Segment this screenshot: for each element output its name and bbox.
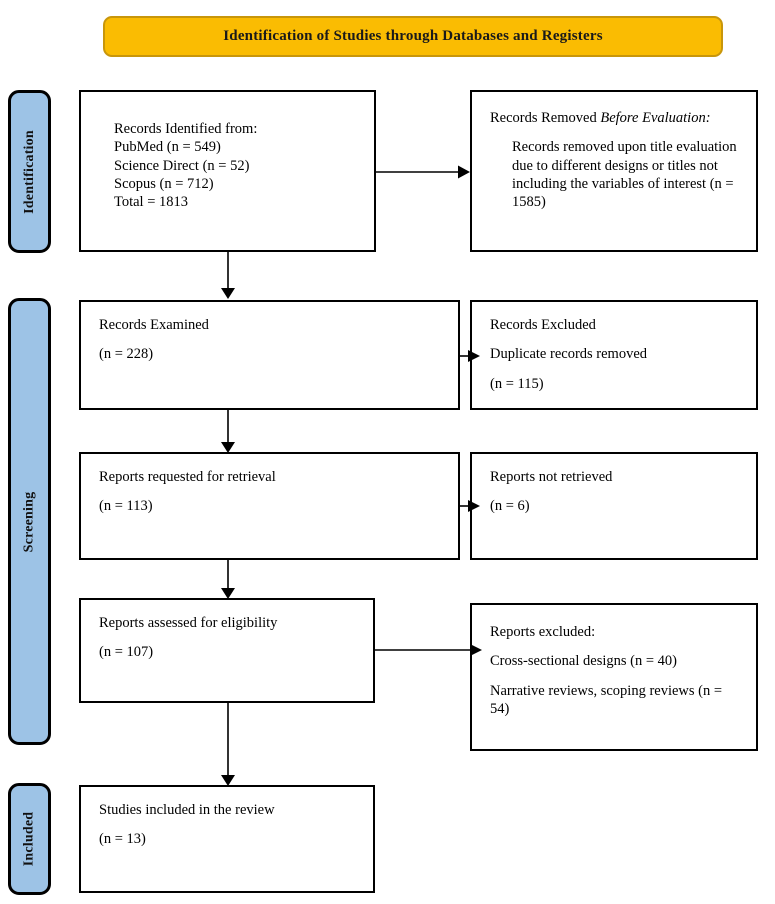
node-reports-not-retrieved: Reports not retrieved (n = 6) bbox=[470, 452, 758, 560]
records-identified-line-2: PubMed (n = 549) bbox=[114, 139, 221, 156]
records-excluded-line-2: Duplicate records removed bbox=[490, 346, 648, 363]
arrow-examined-to-requested bbox=[216, 410, 240, 454]
reports-requested-line-2: (n = 113) bbox=[99, 498, 153, 515]
records-identified-line-1: Records Identified from: bbox=[114, 121, 258, 137]
node-records-identified: Records Identified from: PubMed (n = 549… bbox=[79, 90, 376, 252]
studies-included-line-2: (n = 13) bbox=[99, 831, 146, 848]
records-identified-line-5: Total = 1813 bbox=[114, 194, 189, 211]
records-examined-line-2: (n = 228) bbox=[99, 346, 154, 363]
stage-label-screening-text: Screening bbox=[21, 491, 37, 552]
arrow-requested-to-not-retrieved bbox=[460, 494, 484, 518]
arrow-identified-to-removed bbox=[376, 160, 472, 184]
stage-label-identification-text: Identification bbox=[21, 129, 37, 214]
records-removed-body: Records removed upon title evaluation du… bbox=[512, 139, 737, 211]
arrow-assessed-to-included bbox=[216, 703, 240, 787]
records-removed-heading: Records Removed Before Evaluation: bbox=[490, 109, 740, 127]
stage-label-included: Included bbox=[8, 783, 51, 895]
node-records-removed: Records Removed Before Evaluation: Recor… bbox=[470, 90, 758, 252]
reports-requested-line-1: Reports requested for retrieval bbox=[99, 469, 276, 485]
records-excluded-line-3: (n = 115) bbox=[490, 375, 544, 392]
records-identified-line-4: Scopus (n = 712) bbox=[114, 175, 214, 192]
stage-label-included-text: Included bbox=[21, 811, 37, 867]
reports-excluded-line-1: Reports excluded: bbox=[490, 624, 596, 640]
reports-not-retrieved-line-1: Reports not retrieved bbox=[490, 469, 613, 485]
arrow-assessed-to-excluded bbox=[375, 638, 485, 662]
records-identified-line-3: Science Direct (n = 52) bbox=[114, 157, 250, 174]
records-examined-line-1: Records Examined bbox=[99, 317, 209, 333]
arrow-requested-to-assessed bbox=[216, 560, 240, 600]
records-removed-heading-plain: Records Removed bbox=[490, 110, 601, 126]
records-removed-heading-italic: Before Evaluation: bbox=[600, 110, 711, 126]
arrow-identified-to-examined bbox=[216, 252, 240, 300]
node-reports-excluded: Reports excluded: Cross-sectional design… bbox=[470, 603, 758, 751]
stage-label-identification: Identification bbox=[8, 90, 51, 253]
studies-included-line-1: Studies included in the review bbox=[99, 802, 275, 818]
reports-assessed-line-2: (n = 107) bbox=[99, 644, 154, 661]
records-excluded-line-1: Records Excluded bbox=[490, 317, 596, 333]
stage-label-screening: Screening bbox=[8, 298, 51, 745]
reports-excluded-line-2: Cross-sectional designs (n = 40) bbox=[490, 653, 677, 670]
node-records-excluded: Records Excluded Duplicate records remov… bbox=[470, 300, 758, 410]
node-studies-included: Studies included in the review (n = 13) bbox=[79, 785, 375, 893]
node-records-examined: Records Examined (n = 228) bbox=[79, 300, 460, 410]
arrow-examined-to-excluded bbox=[460, 344, 484, 368]
reports-assessed-line-1: Reports assessed for eligibility bbox=[99, 615, 278, 631]
reports-excluded-line-3: Narrative reviews, scoping reviews (n = … bbox=[490, 682, 723, 717]
diagram-header-banner: Identification of Studies through Databa… bbox=[103, 16, 723, 57]
node-reports-assessed: Reports assessed for eligibility (n = 10… bbox=[79, 598, 375, 703]
page-title: Identification of Studies through Databa… bbox=[223, 28, 603, 44]
node-reports-requested: Reports requested for retrieval (n = 113… bbox=[79, 452, 460, 560]
reports-not-retrieved-line-2: (n = 6) bbox=[490, 498, 530, 515]
